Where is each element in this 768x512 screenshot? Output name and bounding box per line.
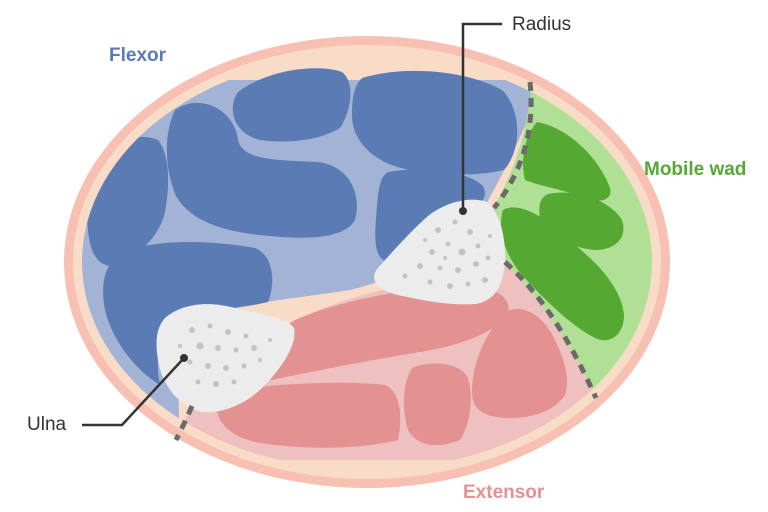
septum-flexor-extensor <box>173 405 195 442</box>
radius-bone <box>374 199 506 305</box>
ulna-leader-dot <box>180 354 188 362</box>
ulna-leader-line <box>82 357 185 427</box>
septum-mobile-wad-extensor <box>503 260 599 400</box>
flexor-muscle-2 <box>352 70 518 175</box>
extensor-muscle-1 <box>263 285 509 380</box>
extensor-muscle-3 <box>403 363 471 446</box>
septum-flexor-mobile-wad <box>492 81 534 210</box>
flexor-label: Flexor <box>109 45 167 66</box>
extensor-muscle-4 <box>216 382 401 448</box>
extensor-label: Extensor <box>463 482 545 503</box>
radius-label: Radius <box>512 14 572 35</box>
radius-trabecular-dots <box>402 219 492 289</box>
ulna-trabecular-dots <box>178 323 272 387</box>
flexor-muscle-3 <box>166 102 357 238</box>
flexor-muscle-1 <box>232 68 351 142</box>
mobile-wad-label: Mobile wad <box>644 159 747 180</box>
radius-leader-line <box>461 22 502 211</box>
mobile-wad-muscle-1 <box>523 122 611 201</box>
radius-leader-dot <box>459 207 467 215</box>
extensor-muscle-2 <box>472 308 567 418</box>
ulna-label: Ulna <box>27 414 67 435</box>
mobile-wad-muscle-3 <box>501 207 624 341</box>
